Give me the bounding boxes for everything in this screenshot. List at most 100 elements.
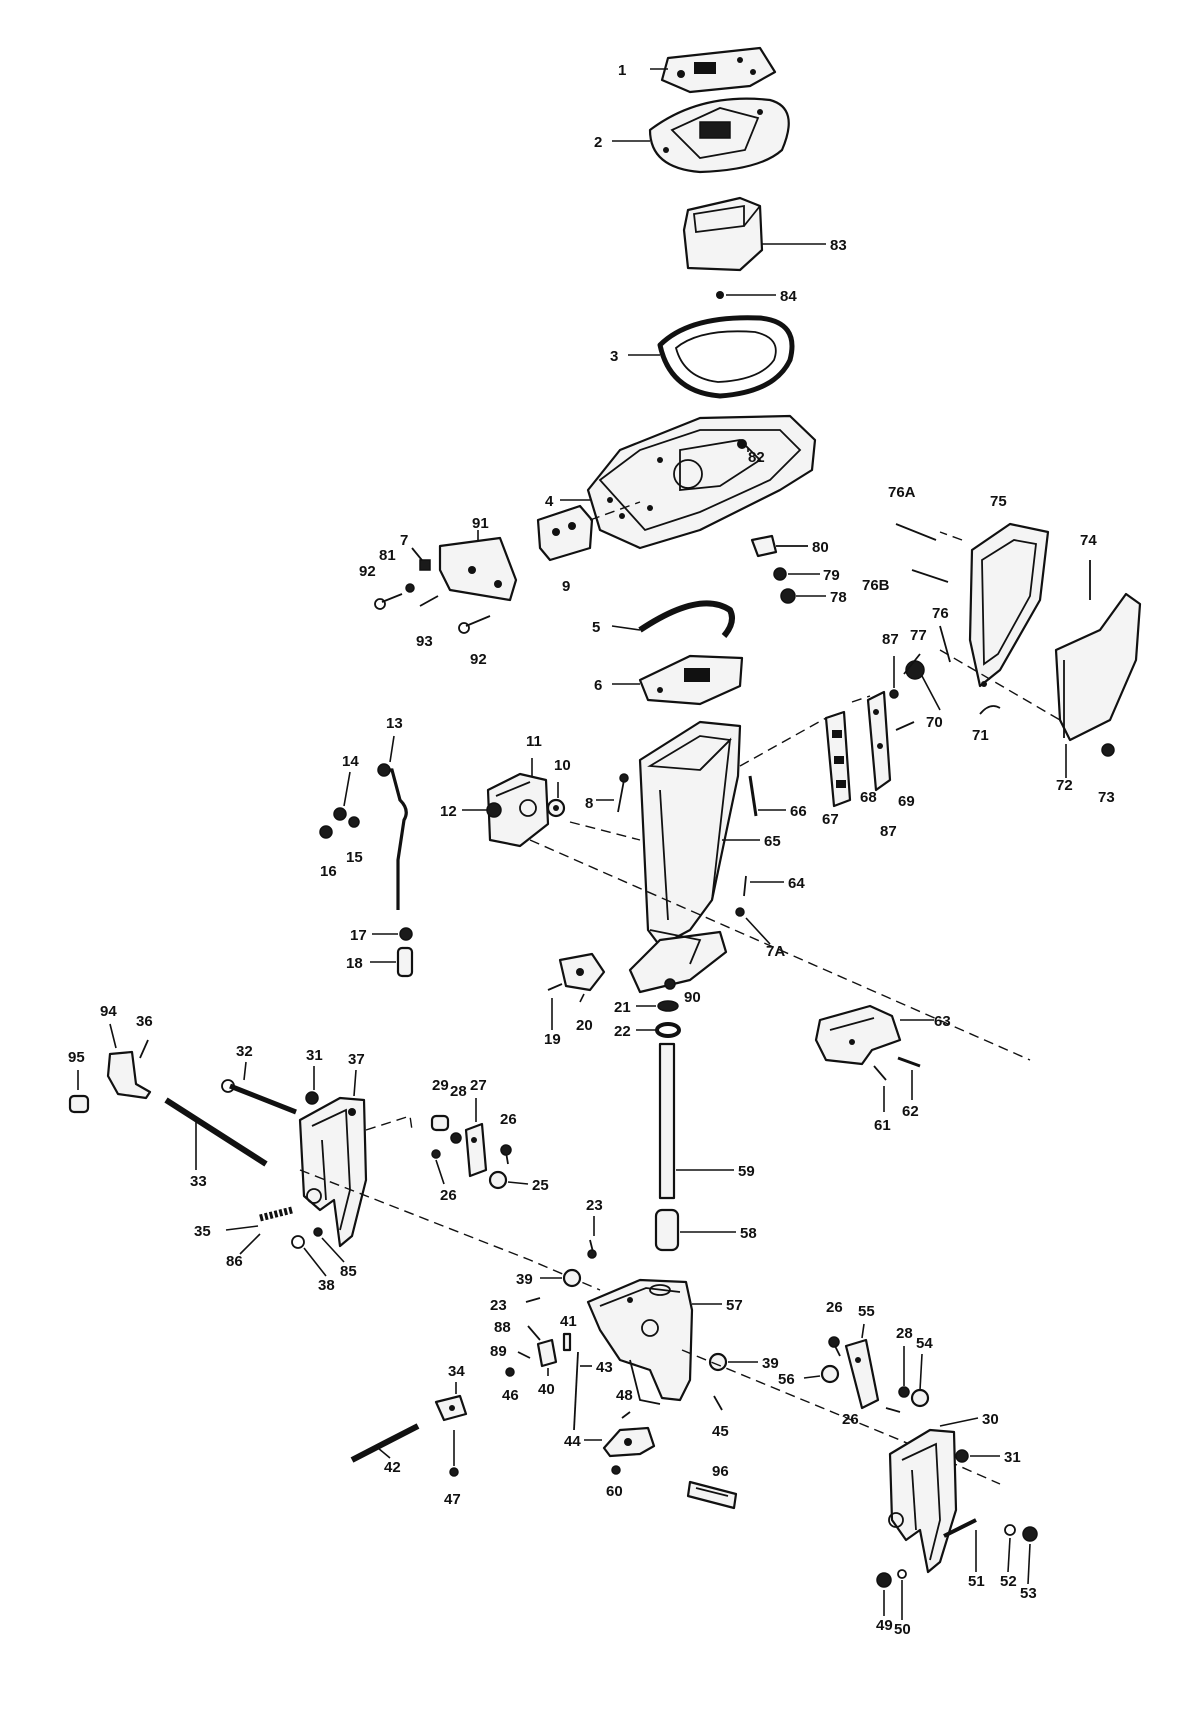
part-4-adapter-plate	[586, 414, 817, 550]
label-86: 86	[226, 1253, 243, 1270]
label-26-d: 26	[842, 1411, 859, 1428]
part-81-washer	[405, 583, 415, 593]
part-26-screw-d	[885, 1407, 901, 1413]
part-91-bracket-plate	[438, 536, 518, 602]
label-31-left: 31	[306, 1047, 323, 1064]
label-70: 70	[926, 714, 943, 731]
part-78-nut	[780, 588, 796, 604]
part-92-bolt-upper	[374, 593, 403, 610]
label-23-upper: 23	[586, 1197, 603, 1214]
part-65-exhaust-housing	[628, 720, 742, 994]
label-87-upper: 87	[882, 631, 899, 648]
part-23-screw-upper	[587, 1239, 597, 1259]
part-85-nut	[313, 1227, 323, 1237]
label-84: 84	[780, 288, 797, 305]
part-11-bracket	[486, 772, 550, 848]
part-96-decal	[686, 1480, 738, 1510]
label-30: 30	[982, 1411, 999, 1428]
part-47-screw	[449, 1467, 459, 1477]
part-2-adapter-plate	[648, 97, 790, 174]
part-26-pin-a	[431, 1149, 441, 1159]
label-41: 41	[560, 1313, 577, 1330]
part-13-shift-rod	[377, 763, 408, 910]
part-6-gasket	[638, 654, 744, 706]
label-2: 2	[594, 134, 602, 151]
label-73: 73	[1098, 789, 1115, 806]
part-45-screw	[713, 1395, 723, 1411]
part-32-bolt	[229, 1083, 297, 1115]
label-42: 42	[384, 1459, 401, 1476]
label-35: 35	[194, 1223, 211, 1240]
label-54: 54	[916, 1335, 933, 1352]
label-19: 19	[544, 1031, 561, 1048]
label-65: 65	[764, 833, 781, 850]
label-6: 6	[594, 677, 602, 694]
label-89: 89	[490, 1343, 507, 1360]
part-27-link	[464, 1122, 488, 1178]
part-21-washer	[657, 1000, 679, 1012]
part-34-trim-lock	[434, 1394, 468, 1422]
label-1: 1	[618, 62, 626, 79]
label-88: 88	[494, 1319, 511, 1336]
label-37: 37	[348, 1051, 365, 1068]
label-74: 74	[1080, 532, 1097, 549]
part-94-clamp-screw	[106, 1050, 152, 1100]
part-61-screw	[873, 1065, 887, 1081]
label-83: 83	[830, 237, 847, 254]
part-77-screw	[903, 653, 921, 675]
part-31-nut-right	[955, 1449, 969, 1463]
part-48-spring	[621, 1411, 631, 1419]
part-88-spring	[527, 1325, 541, 1341]
part-93-pin	[419, 595, 439, 607]
part-42-handle	[350, 1423, 420, 1463]
label-66: 66	[790, 803, 807, 820]
label-31-right: 31	[1004, 1449, 1021, 1466]
label-17: 17	[350, 927, 367, 944]
part-25-bushing	[488, 1170, 508, 1190]
label-28-right: 28	[896, 1325, 913, 1342]
label-96: 96	[712, 1463, 729, 1480]
part-79-washer	[773, 567, 787, 581]
part-19-screw	[547, 983, 563, 991]
label-25: 25	[532, 1177, 549, 1194]
part-26-screw-b	[500, 1144, 512, 1165]
label-87-lower: 87	[880, 823, 897, 840]
label-53: 53	[1020, 1585, 1037, 1602]
part-50-washer	[897, 1569, 907, 1579]
part-59-drive-shaft	[658, 1042, 676, 1200]
label-77: 77	[910, 627, 927, 644]
part-84-screw	[716, 291, 724, 299]
label-4: 4	[545, 493, 554, 510]
part-40-lever	[536, 1338, 558, 1368]
label-13: 13	[386, 715, 403, 732]
part-39-bushing-left	[562, 1268, 582, 1288]
part-22-ring	[655, 1022, 681, 1038]
label-67: 67	[822, 811, 839, 828]
label-60: 60	[606, 1483, 623, 1500]
label-23-lower: 23	[490, 1297, 507, 1314]
part-30-clamp-bracket	[888, 1428, 958, 1574]
part-20-clamp	[558, 952, 606, 992]
part-7a-screw	[735, 907, 745, 917]
label-44: 44	[564, 1433, 581, 1450]
label-26-a: 26	[440, 1187, 457, 1204]
part-76b-screw	[911, 569, 949, 583]
label-33: 33	[190, 1173, 207, 1190]
label-76a: 76A	[888, 484, 916, 501]
part-56-bushing	[820, 1364, 840, 1384]
part-37-clamp-bracket	[298, 1096, 368, 1248]
label-63: 63	[934, 1013, 951, 1030]
label-50: 50	[894, 1621, 911, 1638]
part-29-bushing	[430, 1114, 450, 1132]
part-51-bolt	[943, 1518, 977, 1538]
label-7: 7	[400, 532, 408, 549]
part-63-bracket	[814, 1004, 902, 1066]
label-79: 79	[823, 567, 840, 584]
label-61: 61	[874, 1117, 891, 1134]
label-34: 34	[448, 1363, 465, 1380]
label-57: 57	[726, 1297, 743, 1314]
part-28-washer-right	[898, 1386, 910, 1398]
part-87-screw-upper	[889, 689, 899, 699]
label-26-c: 26	[826, 1299, 843, 1316]
label-93: 93	[416, 633, 433, 650]
